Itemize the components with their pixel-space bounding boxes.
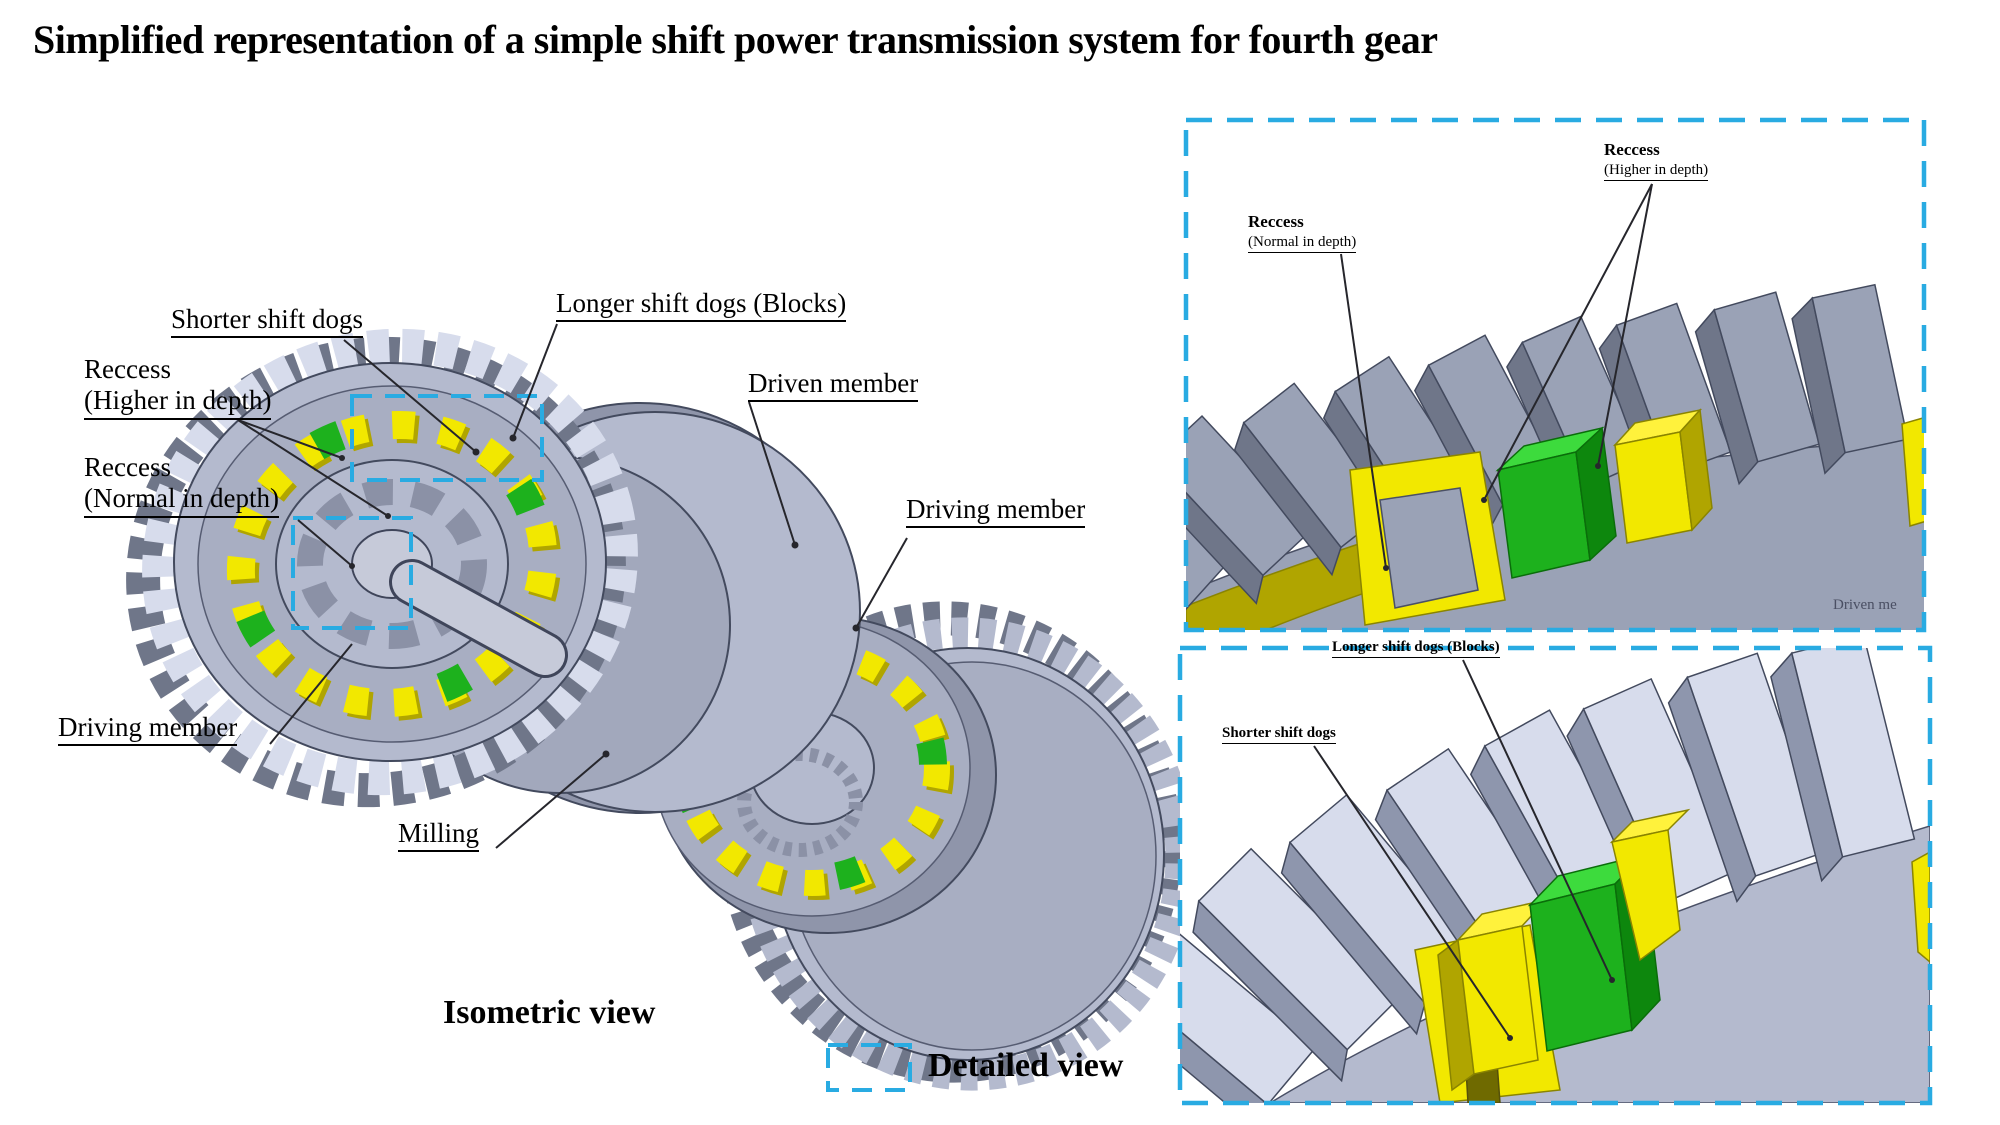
detail-top-clipped-text: Driven me <box>1833 597 1897 613</box>
label-driving-member-right: Driving member <box>906 494 1086 529</box>
yellow-dog-block <box>1437 898 1549 1092</box>
detail-bottom-label-longer: Longer shift dogs (Blocks) <box>1332 638 1500 659</box>
detail-area-marker-upper <box>350 394 544 482</box>
yellow-dog-block <box>1612 408 1713 544</box>
label-longer-shift-dogs: Longer shift dogs (Blocks) <box>556 288 847 323</box>
detail-view-top-border <box>1183 117 1927 633</box>
detail-top-label-recess-normal: Reccess (Normal in depth) <box>1248 212 1357 253</box>
isometric-leader-lines <box>237 323 908 849</box>
label-recess-higher: Reccess (Higher in depth) <box>84 354 272 420</box>
label-milling: Milling <box>398 818 480 853</box>
left-gear <box>126 328 638 808</box>
green-dog-block <box>1495 426 1617 579</box>
label-driving-member-left: Driving member <box>58 712 238 747</box>
detail-view-top-illustration <box>1186 120 1924 630</box>
detail-top-label-recess-higher: Reccess (Higher in depth) <box>1604 140 1709 181</box>
label-shorter-shift-dogs: Shorter shift dogs <box>171 304 363 339</box>
label-recess-normal: Reccess (Normal in depth) <box>84 452 279 518</box>
detailed-view-legend-label: Detailed view <box>928 1047 1124 1084</box>
detail-view-bottom-illustration <box>1180 648 1930 1103</box>
detail-area-marker-lower <box>291 516 413 630</box>
detailed-view-legend-swatch <box>826 1043 912 1092</box>
figure-title: Simplified representation of a simple sh… <box>33 17 1438 62</box>
isometric-view-caption: Isometric view <box>443 994 656 1031</box>
detail-view-bottom-border <box>1177 645 1933 1106</box>
isometric-gear-illustration <box>126 323 1196 1091</box>
label-driven-member: Driven member <box>748 368 919 403</box>
detail-bottom-label-shorter: Shorter shift dogs <box>1222 724 1336 745</box>
